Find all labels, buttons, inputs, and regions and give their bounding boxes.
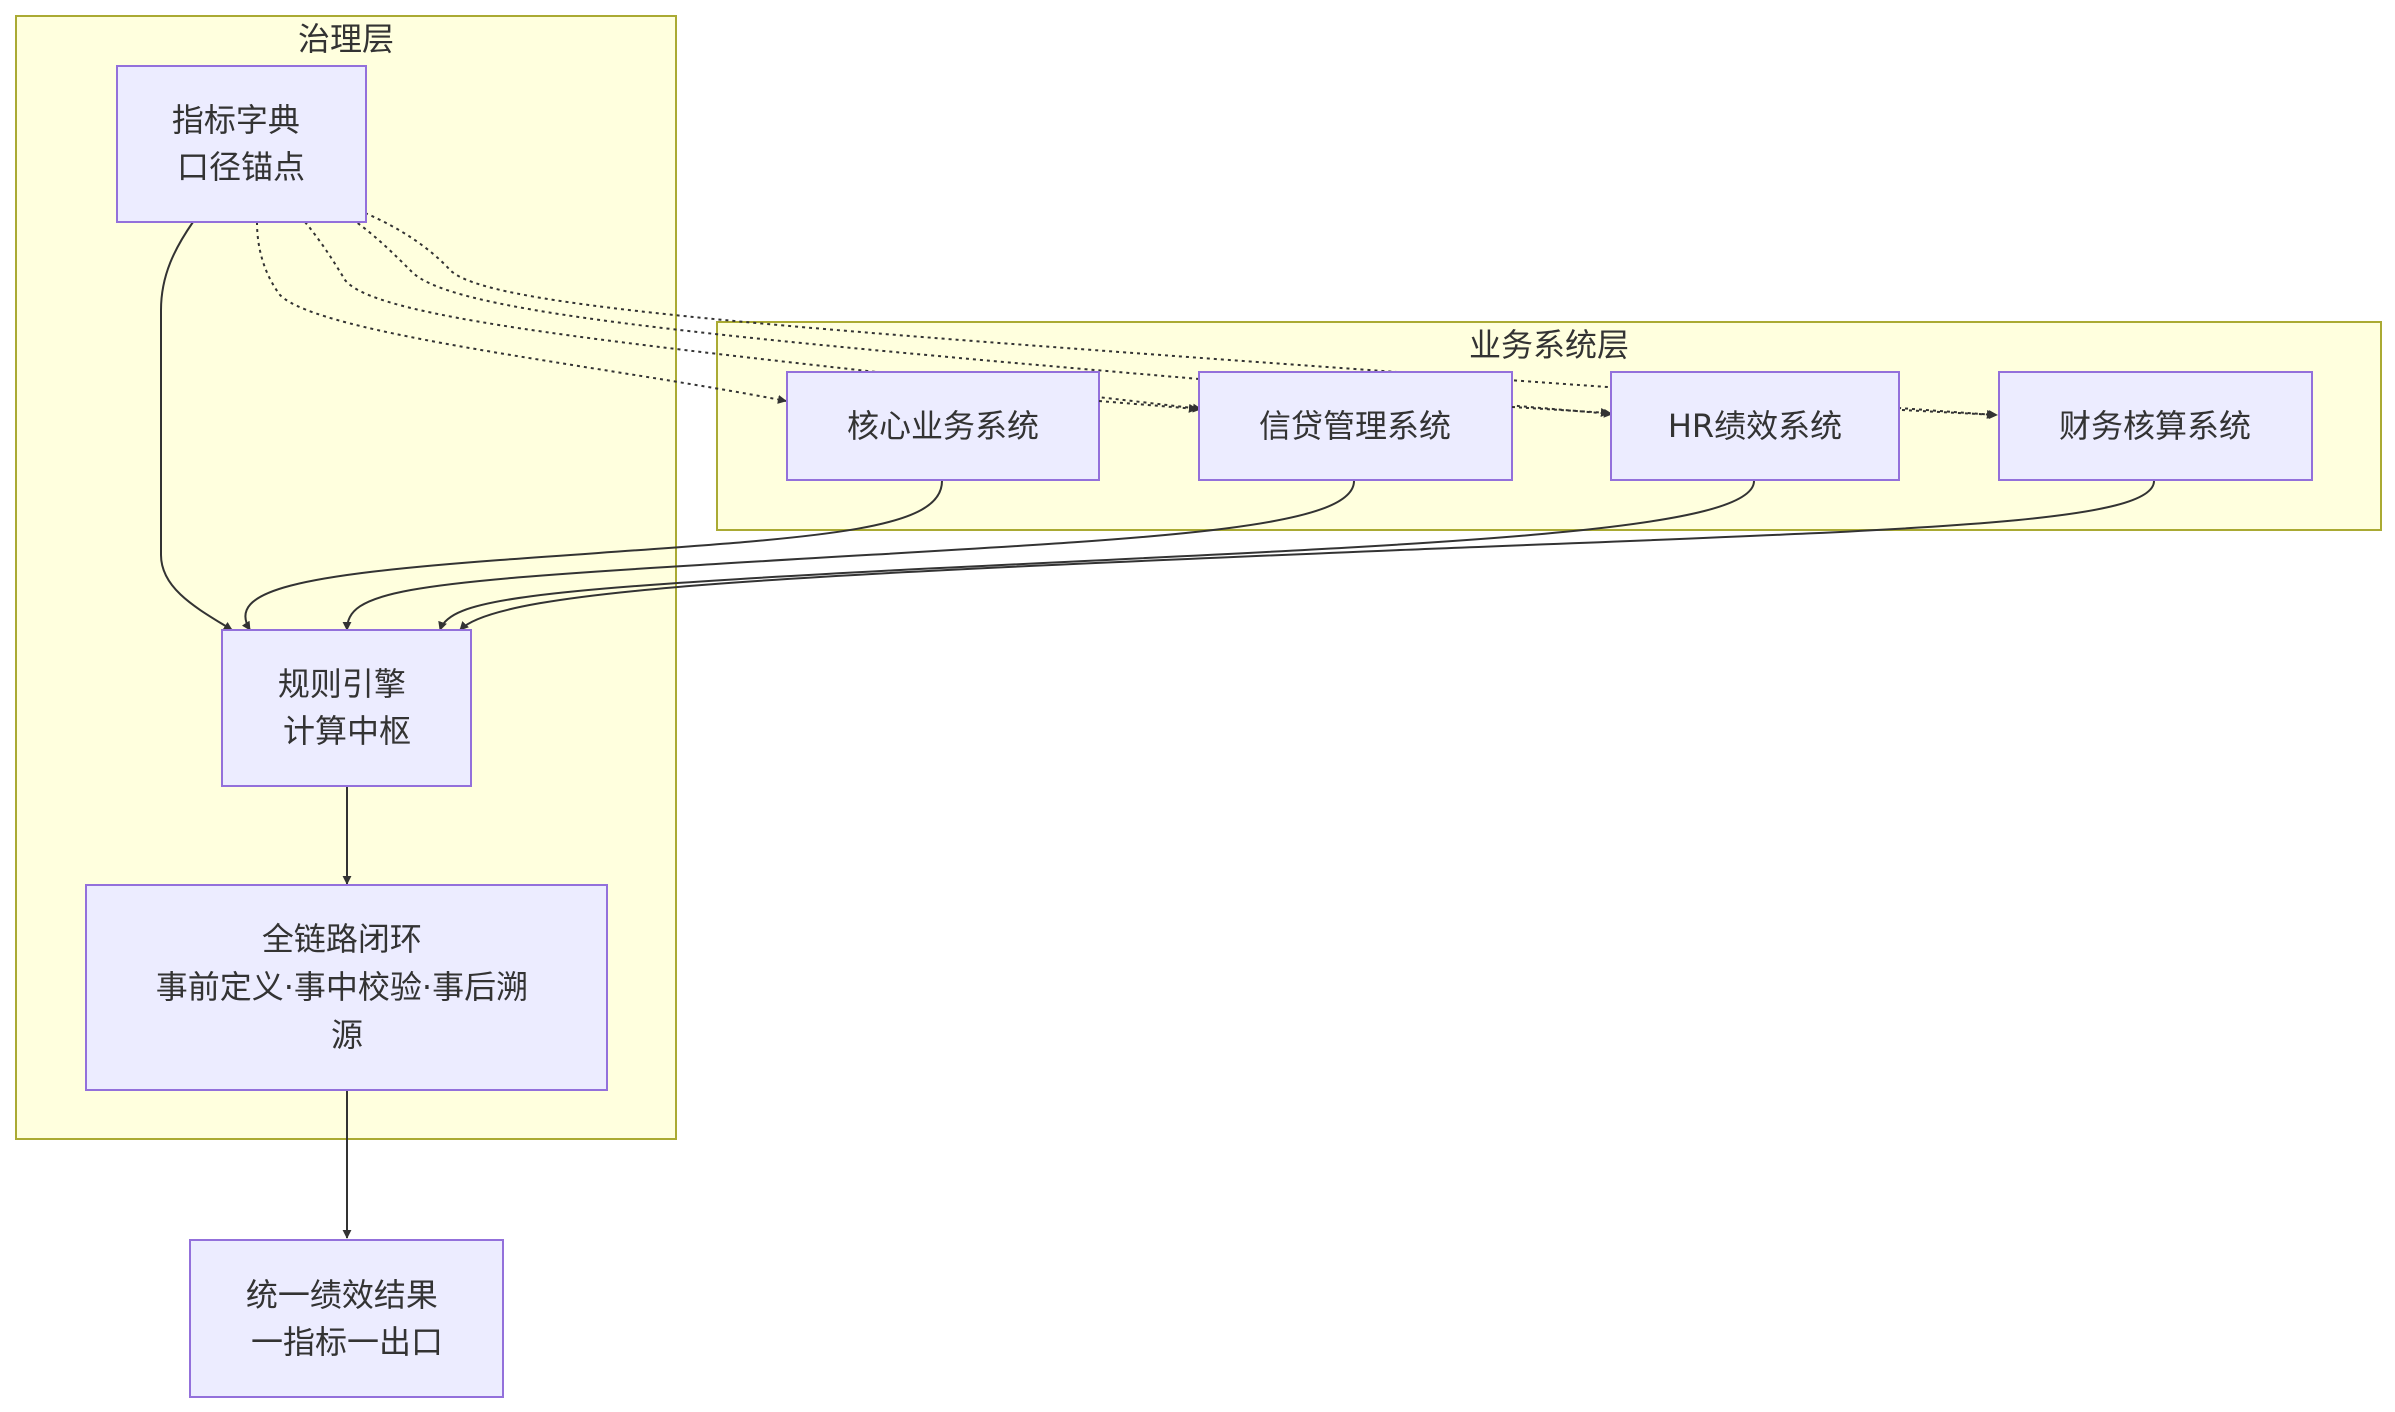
node-closed-loop-line-2: 事前定义·事中校验·事后溯 xyxy=(156,968,528,1006)
node-rules-label: 规则引擎 计算中枢 xyxy=(278,665,416,750)
node-result-line-2: 一指标一出口 xyxy=(251,1323,443,1361)
edge-hr-to-rules xyxy=(438,480,1755,631)
edge-finance-to-rules xyxy=(459,480,2155,631)
node-finance[interactable]: 财务核算系统 xyxy=(1998,371,2313,481)
business-chain-edges xyxy=(1098,400,1998,420)
node-core[interactable]: 核心业务系统 xyxy=(786,371,1100,481)
edge-hr-to-finance-chain xyxy=(1901,409,1998,420)
edge-dictionary-to-hr xyxy=(351,218,1613,418)
node-hr-box xyxy=(1610,371,1900,481)
edge-core-to-rules xyxy=(241,480,943,631)
node-hr-label: HR绩效系统 xyxy=(1668,407,1842,445)
edge-credit-to-hr-chain xyxy=(1511,406,1610,417)
node-rules-line-2: 计算中枢 xyxy=(283,712,411,750)
node-result[interactable]: 统一绩效结果 一指标一出口 xyxy=(189,1239,504,1398)
edge-credit-to-rules xyxy=(342,480,1355,631)
node-closed-loop-line-1: 全链路闭环 xyxy=(262,920,422,958)
node-closed-loop-label: 全链路闭环 事前定义·事中校验·事后溯 源 xyxy=(156,920,539,1054)
edge-core-to-credit-chain xyxy=(1098,400,1198,413)
node-closed-loop-line-3: 源 xyxy=(331,1016,363,1054)
node-dictionary-box xyxy=(116,65,367,223)
node-hr[interactable]: HR绩效系统 xyxy=(1610,371,1900,481)
node-credit[interactable]: 信贷管理系统 xyxy=(1198,371,1513,481)
node-result-box xyxy=(189,1239,504,1398)
node-finance-box xyxy=(1998,371,2313,481)
node-dictionary-line-1: 指标字典 xyxy=(172,101,300,139)
node-rules[interactable]: 规则引擎 计算中枢 xyxy=(221,629,472,787)
node-rules-box xyxy=(221,629,472,787)
node-dictionary[interactable]: 指标字典 口径锚点 xyxy=(116,65,367,223)
node-rules-line-1: 规则引擎 xyxy=(278,665,406,703)
node-closed-loop[interactable]: 全链路闭环 事前定义·事中校验·事后溯 源 xyxy=(85,884,608,1091)
node-result-line-1: 统一绩效结果 xyxy=(246,1276,438,1314)
node-result-label: 统一绩效结果 一指标一出口 xyxy=(246,1276,448,1361)
cluster-business-title: 业务系统层 xyxy=(1469,326,1629,364)
node-dictionary-label: 指标字典 口径锚点 xyxy=(172,101,310,186)
edge-dictionary-to-core xyxy=(256,221,787,404)
node-credit-label: 信贷管理系统 xyxy=(1259,407,1451,445)
node-closed-loop-box xyxy=(85,884,608,1091)
node-dictionary-line-2: 口径锚点 xyxy=(177,148,305,186)
node-credit-box xyxy=(1198,371,1513,481)
node-core-label: 核心业务系统 xyxy=(847,407,1039,445)
edge-dictionary-to-finance xyxy=(364,212,1996,419)
cluster-governance-title: 治理层 xyxy=(298,20,394,58)
edge-dictionary-to-rules xyxy=(160,221,233,631)
node-core-box xyxy=(786,371,1100,481)
node-finance-label: 财务核算系统 xyxy=(2059,407,2251,445)
